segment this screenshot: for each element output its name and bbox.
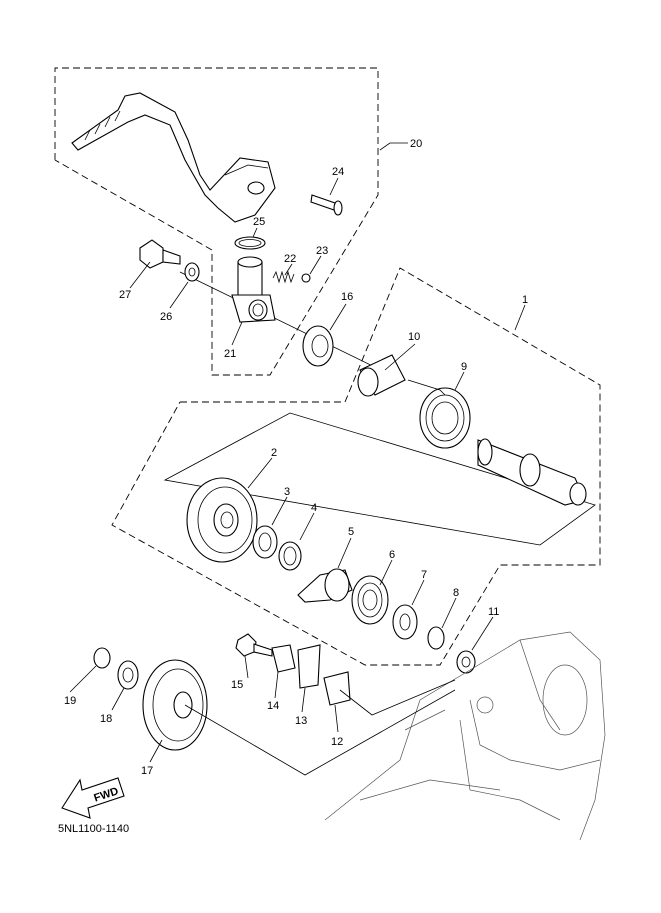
assembly-1-boundary bbox=[111, 267, 601, 666]
kick-lever bbox=[71, 92, 276, 223]
gear-group-outline bbox=[163, 412, 596, 546]
stopper-axis-line bbox=[339, 679, 456, 716]
ball-23 bbox=[301, 273, 311, 283]
callout-6: 6 bbox=[389, 549, 395, 561]
bolt-27 bbox=[139, 239, 181, 269]
callout-23: 23 bbox=[316, 245, 328, 257]
callout-10: 10 bbox=[408, 331, 420, 343]
leader-lines bbox=[69, 142, 526, 763]
callout-15: 15 bbox=[231, 679, 243, 691]
callout-12: 12 bbox=[331, 736, 343, 748]
callout-16: 16 bbox=[341, 291, 353, 303]
callout-25: 25 bbox=[253, 216, 265, 228]
kick-axle-1 bbox=[477, 438, 587, 506]
callout-7: 7 bbox=[421, 569, 427, 581]
washer-26 bbox=[184, 262, 200, 282]
callout-1: 1 bbox=[522, 294, 528, 306]
callout-9: 9 bbox=[461, 361, 467, 373]
circlip-19 bbox=[93, 647, 111, 669]
gear-2 bbox=[186, 477, 258, 563]
callout-21: 21 bbox=[224, 348, 236, 360]
spring-22 bbox=[272, 270, 295, 284]
callout-3: 3 bbox=[284, 486, 290, 498]
assembly-20-boundary bbox=[54, 67, 379, 376]
bolt-15 bbox=[235, 633, 273, 657]
callout-19: 19 bbox=[64, 695, 76, 707]
callout-11: 11 bbox=[488, 606, 499, 618]
spring-6 bbox=[351, 575, 389, 625]
callout-22: 22 bbox=[284, 253, 296, 265]
callout-5: 5 bbox=[348, 526, 354, 538]
washer-3 bbox=[252, 525, 278, 559]
washer-11 bbox=[456, 650, 476, 674]
callout-8: 8 bbox=[453, 587, 459, 599]
circlip-4 bbox=[278, 541, 302, 571]
fwd-arrow-icon: FWD bbox=[61, 777, 125, 819]
washer-18 bbox=[117, 660, 139, 690]
callout-27: 27 bbox=[119, 289, 131, 301]
callout-17: 17 bbox=[141, 765, 153, 777]
torsion-spring-9 bbox=[407, 379, 471, 449]
diagram-code: 5NL1100-1140 bbox=[58, 823, 129, 835]
crankcase-outline bbox=[324, 631, 606, 841]
gear-17 bbox=[142, 659, 208, 751]
callout-18: 18 bbox=[100, 713, 112, 725]
plate-13 bbox=[297, 644, 321, 689]
callout-20: 20 bbox=[410, 138, 422, 150]
boss-21 bbox=[231, 256, 276, 323]
callout-26: 26 bbox=[160, 311, 172, 323]
oil-seal-16 bbox=[302, 325, 334, 367]
callout-2: 2 bbox=[271, 447, 277, 459]
callout-4: 4 bbox=[311, 502, 317, 514]
bolt-24 bbox=[310, 194, 343, 216]
stopper-12 bbox=[323, 671, 351, 706]
callout-14: 14 bbox=[267, 700, 279, 712]
callout-24: 24 bbox=[332, 166, 344, 178]
callout-labels: 1 2 3 4 5 6 7 8 9 10 11 12 13 14 15 16 1… bbox=[64, 138, 528, 777]
o-ring-25 bbox=[234, 236, 266, 250]
washer-7 bbox=[392, 604, 418, 640]
ratchet-wheel-5 bbox=[297, 568, 353, 603]
spring-guide-10 bbox=[357, 354, 406, 397]
circlip-8 bbox=[427, 626, 445, 650]
gear-17-axis-line bbox=[184, 689, 456, 776]
shaft-axis-line bbox=[179, 271, 386, 373]
callout-13: 13 bbox=[295, 715, 307, 727]
guide-14 bbox=[271, 644, 296, 673]
